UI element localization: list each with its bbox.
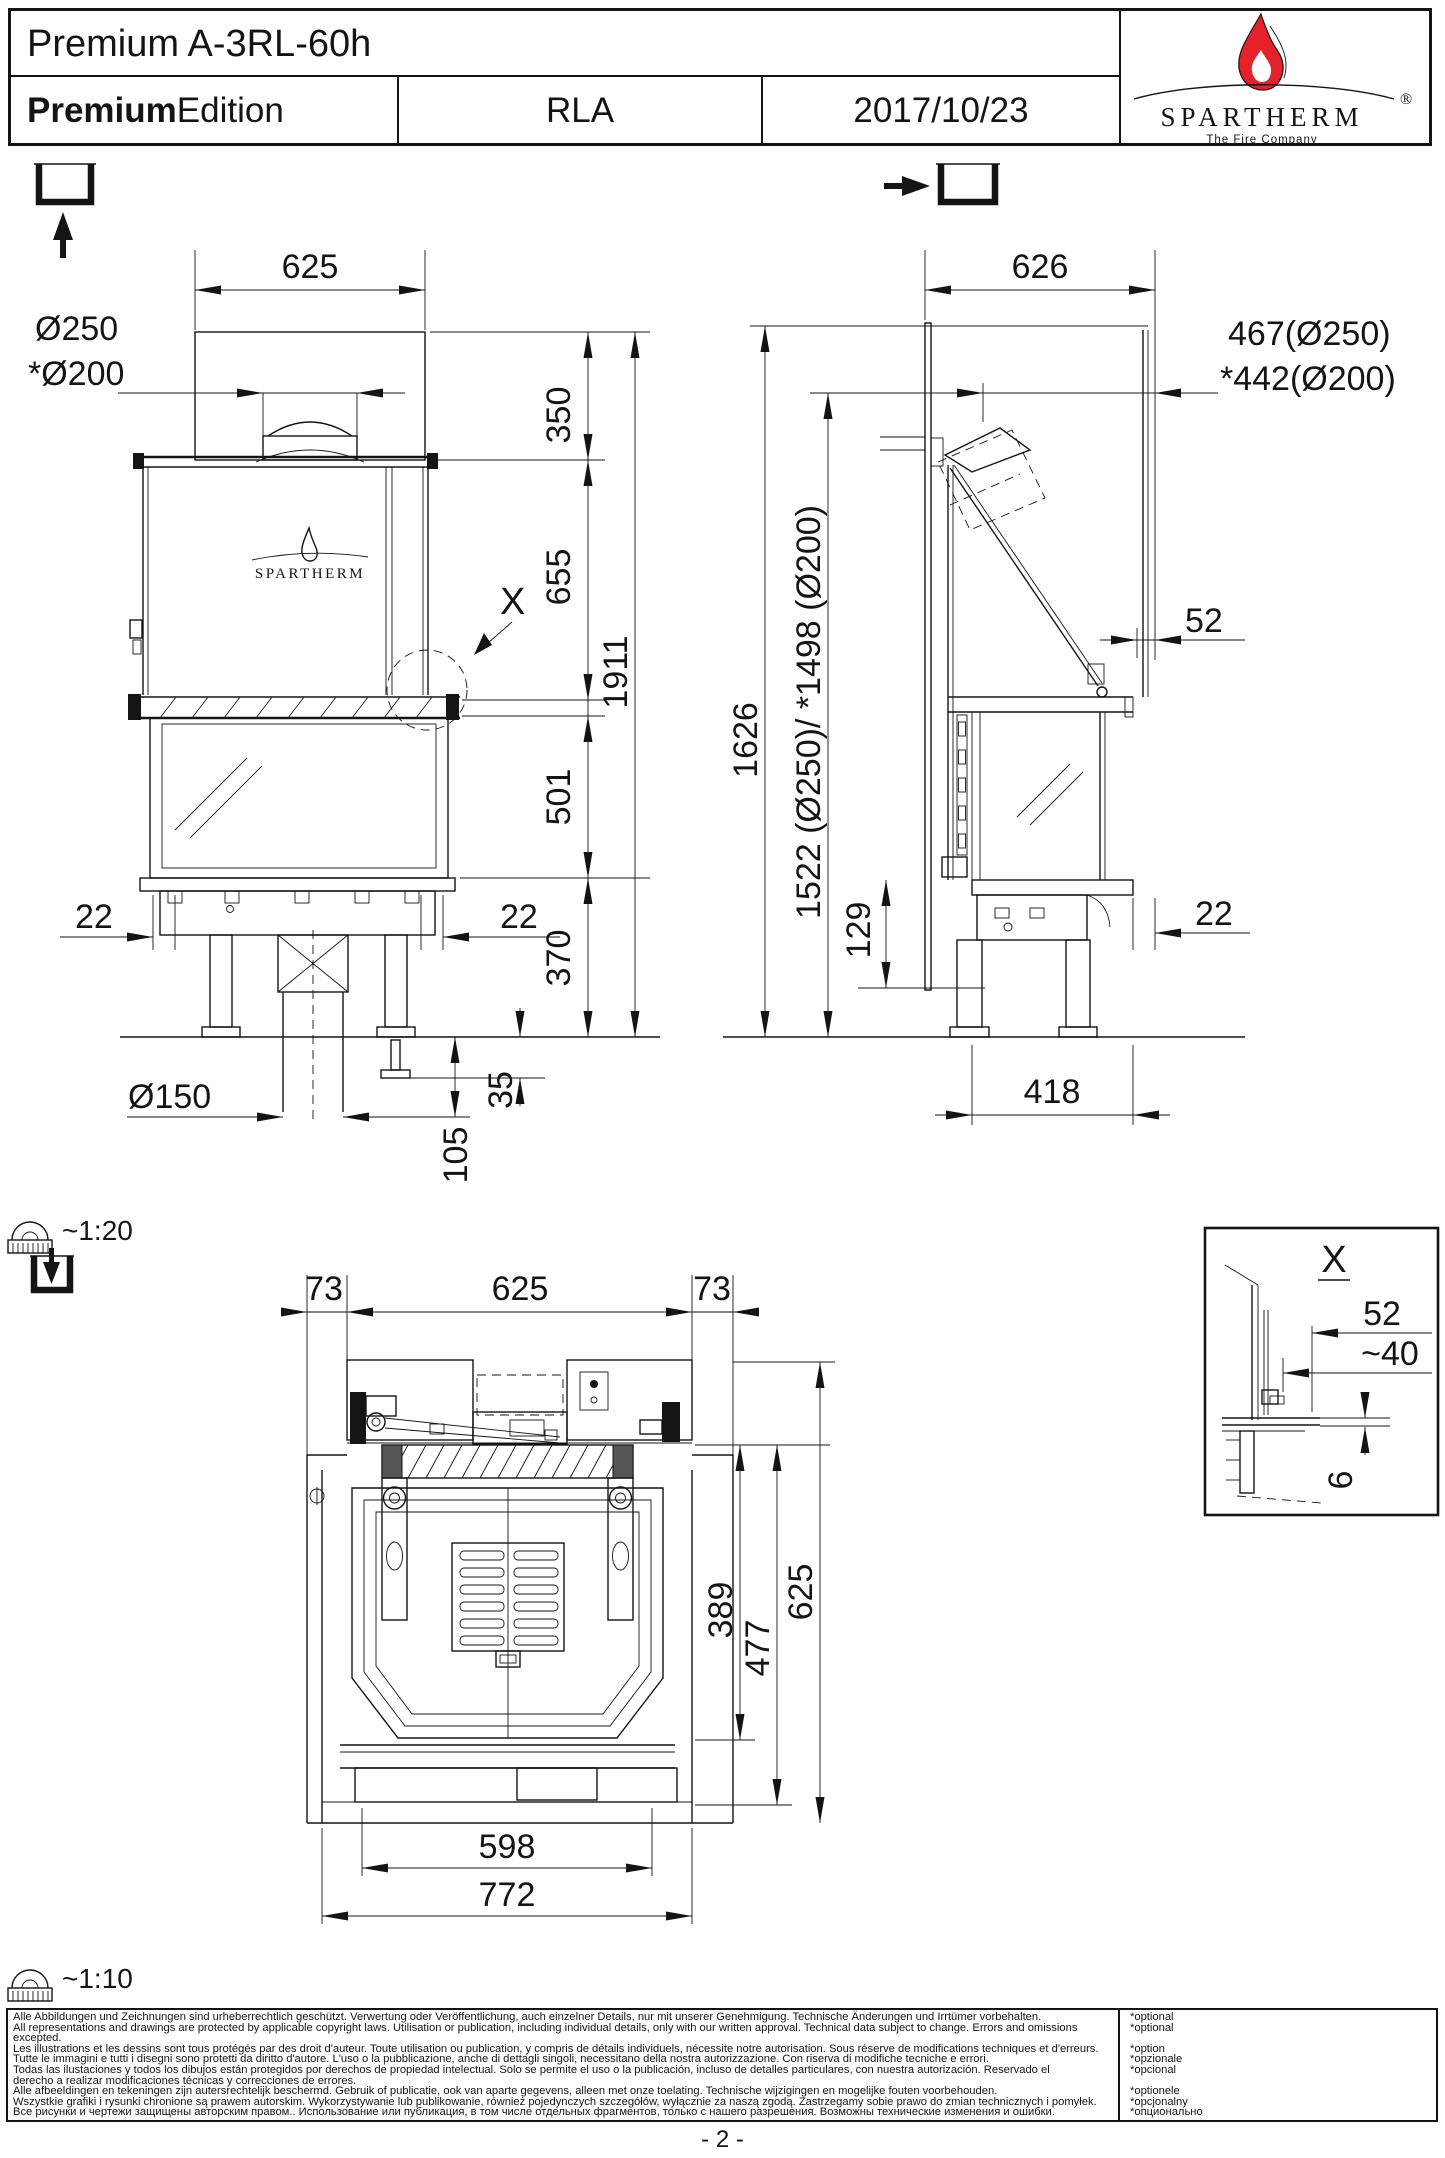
optional-label [1130,2033,1434,2044]
dim-35: 35 [482,1071,520,1109]
plan-view-dimensions: 73 625 73 389 477 625 59 [281,1270,835,1924]
dim-base-height: 370 [540,930,578,987]
edition-rest: Edition [176,91,284,130]
type-code-cell: RLA [397,77,761,143]
dim-side-total-height: 1626 [727,702,765,778]
front-view-symbol [34,163,96,258]
dim-plan-right: 73 [693,1270,731,1308]
optional-label: *opcional [1130,2063,1177,2076]
dim-129: 129 [840,902,878,959]
scale-indicator-plan: ~1:10 [7,1963,133,2002]
dim-flue-pos2: *442(Ø200) [1220,360,1396,398]
front-view-dimensions: 625 Ø250 *Ø200 350 655 501 [28,248,650,1183]
disclaimer-text: Alle Abbildungen und Zeichnungen sind ur… [8,2010,1118,2120]
brand-logo-cell [1119,11,1429,143]
optional-label: *option [1130,2042,1165,2055]
dim-strut-offset: 52 [1185,602,1223,640]
dim-depth: 626 [1012,248,1069,286]
scale-plan-label: ~1:10 [62,1963,133,1994]
dim-offset-right: 22 [500,898,538,936]
dim-detail-52: 52 [1363,1295,1401,1333]
optional-label: *opzionale [1130,2053,1183,2066]
dim-plan-625: 625 [782,1564,820,1621]
disclaimer-line: Все рисунки и чертежи защищены авторским… [13,2106,1055,2119]
side-view-symbol [884,163,1000,206]
edition-cell: PremiumEdition [11,77,397,143]
plan-view-symbol [30,1248,74,1294]
dim-flue-pos1: 467(Ø250) [1228,315,1391,353]
dim-base-depth: 418 [1024,1073,1081,1111]
grate-slots [459,1550,559,1646]
detail-x-title: X [1321,1239,1346,1281]
dim-side-offset: 22 [1195,895,1233,933]
plan-view [306,1359,734,1824]
optional-label: *опционально [1130,2106,1203,2119]
dim-air-duct: Ø150 [128,1078,211,1116]
edition-bold: Premium [27,91,177,130]
detail-x-box: X 52 ~40 [1203,1226,1440,1517]
dim-598: 598 [479,1828,536,1866]
disclaimer-line: derecho a realizar modificaciones técnic… [13,2074,357,2087]
detail-x-reference: X [500,581,525,623]
page-number: - 2 - [701,2126,744,2153]
dim-flue-d1: Ø250 [35,310,118,348]
dim-flue-d2: *Ø200 [28,355,124,393]
model-title: Premium A-3RL-60h [11,11,1119,77]
optional-label: *optional [1130,2011,1174,2023]
scale-indicator-front: ~1:20 [7,1215,133,1254]
dim-offset-left: 22 [75,898,113,936]
date-cell: 2017/10/23 [761,77,1119,143]
disclaimer-block: Alle Abbildungen und Zeichnungen sind ur… [6,2008,1438,2122]
dim-glass-height: 501 [540,769,578,826]
dim-flue-height: 1522 (Ø250)/ *1498 (Ø200) [790,505,828,919]
disclaimer-line: excepted. [13,2032,62,2045]
dim-477: 477 [739,1620,777,1677]
title-block: Premium A-3RL-60h PremiumEdition RLA 201… [8,8,1432,146]
disclaimer-line: Alle afbeeldingen en tekeningen zijn aut… [13,2085,998,2098]
front-view: SPARTHERM [120,331,660,1120]
dim-detail-40: ~40 [1361,1335,1419,1373]
dim-front-width: 625 [282,248,339,286]
dim-plan-left: 73 [305,1270,343,1308]
optional-label: *opcjonalny [1130,2095,1188,2108]
disclaimer-line: Alle Abbildungen und Zeichnungen sind ur… [13,2011,1042,2023]
optional-column: *optional *optional *option *opzionale *… [1118,2010,1434,2120]
disclaimer-line: All representations and drawings are pro… [13,2021,1078,2034]
dim-upper-height: 655 [540,549,578,606]
dim-389: 389 [702,1582,740,1639]
band-hatch [159,696,433,719]
disclaimer-line: Wszystkie grafiki i rysunki chronione są… [13,2095,1097,2108]
disclaimer-line: Todas las ilustaciones y todos los dibuj… [13,2063,1050,2076]
brand-name: SPARTHERM [1161,102,1364,132]
optional-label: *optional [1130,2021,1174,2034]
side-view [723,322,1245,1038]
dim-plan-width: 625 [492,1270,549,1308]
spartherm-logo: SPARTHERM ® The Fire Company [1133,12,1412,146]
side-view-dimensions: 626 467(Ø250) *442(Ø200) 52 1626 1522 [727,248,1396,1125]
dim-772: 772 [479,1876,536,1914]
disclaimer-line: Les illustrations et les dessins sont to… [13,2042,1099,2055]
scale-front-label: ~1:20 [62,1215,133,1246]
optional-label: *optionele [1130,2085,1180,2098]
brand-tagline: The Fire Company [1206,134,1317,146]
dim-total-height: 1911 [597,635,635,708]
plan-hatch [389,1444,625,1479]
disclaimer-line: Tutte le immagini e tutti i disegni sono… [13,2053,989,2066]
registered-mark: ® [1400,91,1412,108]
dim-detail-6: 6 [1322,1471,1360,1490]
dim-hood-height: 350 [540,387,578,444]
front-logo-text: SPARTHERM [255,566,365,582]
dim-105: 105 [437,1127,475,1184]
